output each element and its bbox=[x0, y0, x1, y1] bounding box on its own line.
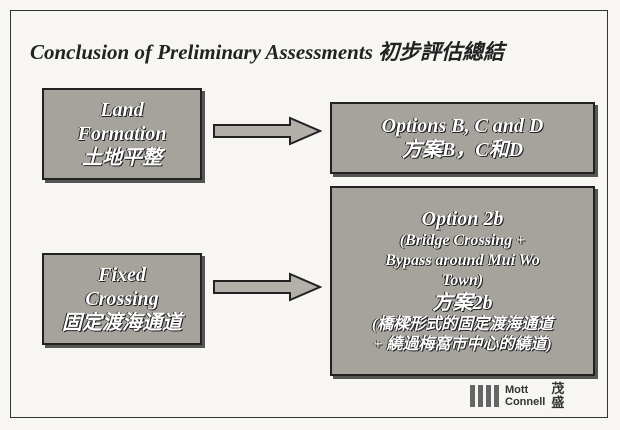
logo-mott: Mott bbox=[505, 384, 529, 396]
options-bcd-line-1: Options B, C and D bbox=[381, 115, 544, 137]
slide-frame bbox=[10, 10, 608, 418]
mott-connell-logo: Mott Connell 茂 盛 bbox=[470, 382, 564, 410]
slide-title: Conclusion of Preliminary Assessments 初步… bbox=[30, 40, 505, 64]
option-2b-cn-2: + 繞過梅窩市中心的繞道) bbox=[373, 336, 552, 353]
fixed-line-2: Crossing bbox=[85, 288, 159, 310]
logo-cn-2: 盛 bbox=[551, 395, 565, 410]
option-2b-desc-1: (Bridge Crossing + bbox=[399, 232, 526, 249]
options-bcd-line-2: 方案B，C和D bbox=[401, 139, 524, 161]
logo-bars-icon bbox=[470, 385, 499, 407]
land-formation-box: Land Formation 土地平整 bbox=[42, 88, 202, 180]
option-2b-cn-title: 方案2b bbox=[432, 292, 493, 314]
fixed-line-1: Fixed bbox=[98, 264, 146, 286]
land-line-1: Land bbox=[100, 99, 144, 121]
options-bcd-box: Options B, C and D 方案B，C和D bbox=[330, 102, 595, 174]
option-2b-title: Option 2b bbox=[421, 208, 504, 230]
arrow-right-icon bbox=[213, 272, 322, 302]
option-2b-desc-3: Town) bbox=[441, 272, 484, 289]
option-2b-box: Option 2b (Bridge Crossing + Bypass arou… bbox=[330, 186, 595, 376]
logo-cn-1: 茂 bbox=[551, 381, 565, 396]
land-line-2: Formation bbox=[77, 123, 167, 145]
logo-connell: Connell bbox=[505, 396, 546, 408]
fixed-line-3: 固定渡海通道 bbox=[62, 312, 182, 334]
land-line-3: 土地平整 bbox=[82, 147, 162, 169]
fixed-crossing-box: Fixed Crossing 固定渡海通道 bbox=[42, 253, 202, 345]
arrow-right-icon bbox=[213, 116, 322, 146]
option-2b-desc-2: Bypass around Mui Wo bbox=[385, 252, 540, 269]
option-2b-cn-1: (橋樑形式的固定渡海通道 bbox=[371, 316, 554, 333]
